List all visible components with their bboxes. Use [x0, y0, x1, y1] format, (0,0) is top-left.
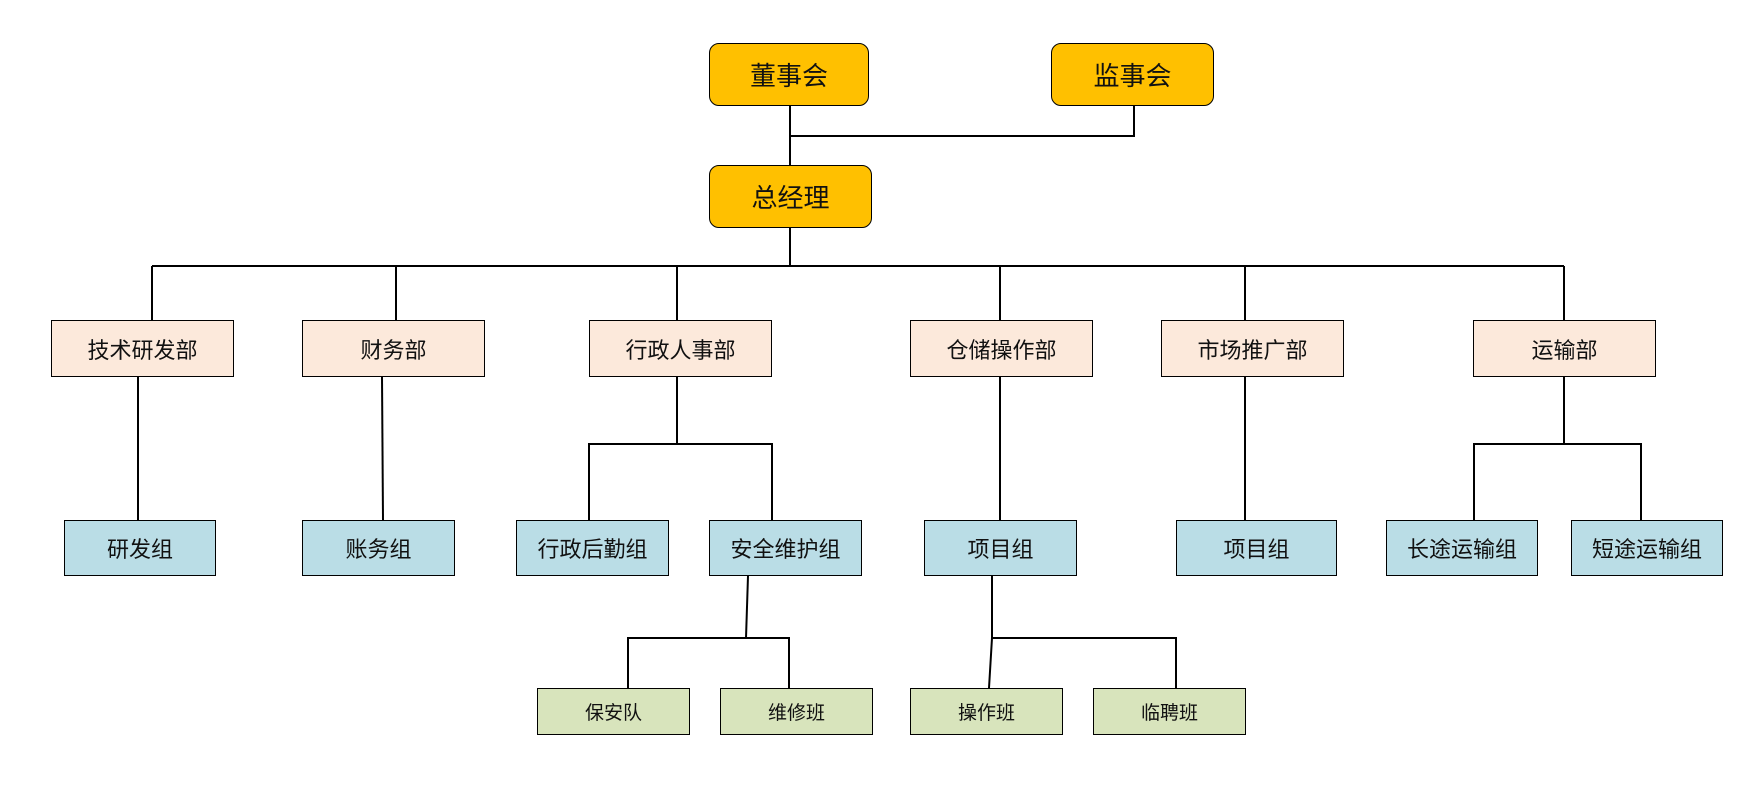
dept-admin-hr[interactable]: 行政人事部	[589, 320, 772, 377]
team-operations[interactable]: 操作班	[910, 688, 1063, 735]
connector-project-bus	[992, 637, 1177, 688]
supervisors-node[interactable]: 监事会	[1051, 43, 1214, 106]
group-long-haul[interactable]: 长途运输组	[1386, 520, 1538, 576]
group-short-haul[interactable]: 短途运输组	[1571, 520, 1723, 576]
connector-supervisors	[790, 106, 1135, 137]
connector-security-teams	[745, 575, 749, 639]
connector-admin-bus	[588, 443, 773, 520]
team-temp[interactable]: 临聘班	[1093, 688, 1246, 735]
team-security[interactable]: 保安队	[537, 688, 690, 735]
connector-transport-bus	[1473, 443, 1642, 520]
connector-finance-group	[381, 376, 384, 521]
dept-warehouse[interactable]: 仓储操作部	[910, 320, 1093, 377]
team-repair[interactable]: 维修班	[720, 688, 873, 735]
board-node[interactable]: 董事会	[709, 43, 869, 106]
group-warehouse-project[interactable]: 项目组	[924, 520, 1077, 576]
dept-rnd[interactable]: 技术研发部	[51, 320, 234, 377]
group-security-maintenance[interactable]: 安全维护组	[709, 520, 862, 576]
dept-transport[interactable]: 运输部	[1473, 320, 1656, 377]
connector-project-teams	[988, 576, 993, 689]
group-marketing-project[interactable]: 项目组	[1176, 520, 1337, 576]
group-rnd[interactable]: 研发组	[64, 520, 216, 576]
dept-marketing[interactable]: 市场推广部	[1161, 320, 1344, 377]
connector-security-bus	[627, 637, 790, 688]
general-manager-node[interactable]: 总经理	[709, 165, 872, 228]
group-admin-logistics[interactable]: 行政后勤组	[516, 520, 669, 576]
dept-finance[interactable]: 财务部	[302, 320, 485, 377]
group-accounts[interactable]: 账务组	[302, 520, 455, 576]
